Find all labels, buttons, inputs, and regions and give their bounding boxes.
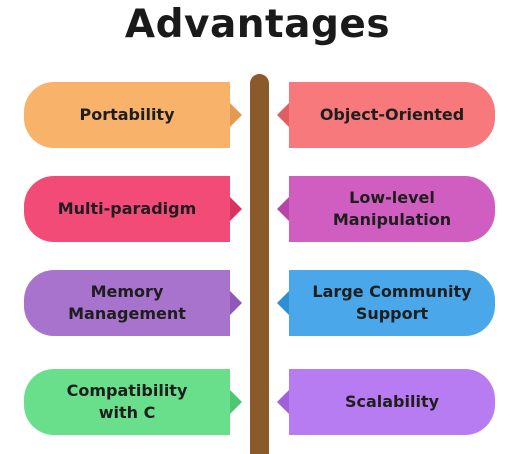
arrow-tip-icon — [277, 103, 289, 127]
card-large-community-support: Large Community Support — [277, 270, 495, 336]
diagram-title: Advantages — [124, 2, 391, 47]
card-label: Object-Oriented — [319, 105, 465, 124]
card-label: Portability — [79, 105, 175, 124]
arrow-tip-icon — [277, 291, 289, 315]
arrow-tip-icon — [230, 291, 242, 315]
card-memory-management: Memory Management — [24, 270, 242, 336]
card-label: Memory Management — [68, 282, 186, 323]
arrow-tip-icon — [230, 103, 242, 127]
card-label: Large Community Support — [312, 282, 472, 323]
card-label: Scalability — [344, 392, 440, 411]
card-label: Compatibility with C — [66, 381, 188, 422]
arrow-tip-icon — [230, 390, 242, 414]
arrow-tip-icon — [230, 197, 242, 221]
card-scalability: Scalability — [277, 369, 495, 435]
card-label: Multi-paradigm — [57, 199, 197, 218]
card-multi-paradigm: Multi-paradigm — [24, 176, 242, 242]
card-object-oriented: Object-Oriented — [277, 82, 495, 148]
card-compatibility-with-c: Compatibility with C — [24, 369, 242, 435]
center-pole — [250, 74, 269, 454]
card-label: Low-level Manipulation — [332, 188, 452, 229]
card-portability: Portability — [24, 82, 242, 148]
arrow-tip-icon — [277, 390, 289, 414]
card-low-level-manipulation: Low-level Manipulation — [277, 176, 495, 242]
arrow-tip-icon — [277, 197, 289, 221]
